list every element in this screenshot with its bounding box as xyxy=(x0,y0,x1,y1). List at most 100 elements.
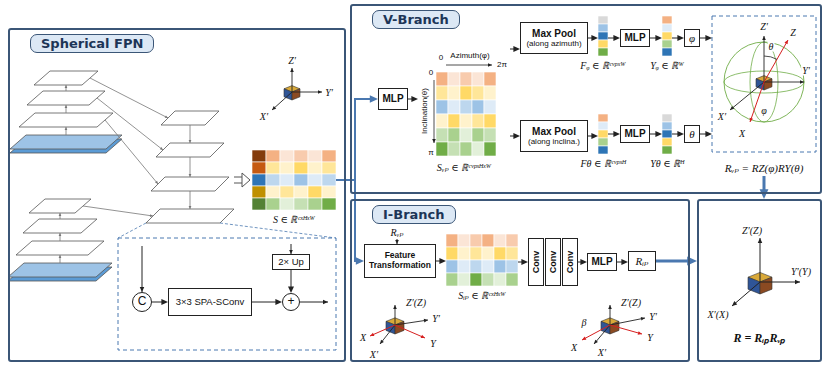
node-label: (along inclina.) xyxy=(528,137,580,146)
arrow-head xyxy=(655,131,662,137)
connector xyxy=(700,131,712,137)
arrow-head xyxy=(732,301,737,306)
arrow-head xyxy=(161,299,168,305)
feature-map-cell xyxy=(470,273,482,286)
arrow-head xyxy=(638,331,642,334)
connector xyxy=(672,35,684,41)
arrow-head xyxy=(641,317,645,321)
feature-map-cell xyxy=(322,150,336,162)
process-box: φ xyxy=(684,29,700,47)
axis-arrow xyxy=(446,65,492,66)
process-box: MLP xyxy=(620,125,650,143)
feature-layer xyxy=(156,143,224,157)
feature-map-cell xyxy=(252,186,266,198)
node-label: R = RᵢₚRᵥₚ xyxy=(734,329,786,346)
arrow-head xyxy=(621,259,628,265)
node-label: MLP xyxy=(624,128,645,140)
line xyxy=(66,85,67,91)
branch-panel: Spherical FPNC3×3 SPA-SConv2× Up+S ∈ ℝᶜˣ… xyxy=(8,28,346,362)
feature-map-cell xyxy=(448,114,460,128)
arrow-head xyxy=(762,36,766,40)
feature-layer xyxy=(23,219,97,233)
axis-label: Inclination(θ) xyxy=(420,88,429,134)
feature-map-cell xyxy=(308,174,322,186)
viewpoint-sphere: Rᵥₚ = RZ(φ)RY(θ) xyxy=(712,16,816,176)
object-icon xyxy=(395,321,404,334)
arrow-head xyxy=(613,35,620,41)
feature-map-cell xyxy=(472,114,484,128)
object-icon xyxy=(386,321,395,334)
feature-map-cell xyxy=(308,186,322,198)
feature-map-cell xyxy=(448,86,460,100)
zoom-line xyxy=(118,223,146,238)
feature-map-cell xyxy=(322,186,336,198)
feature-layer xyxy=(27,91,105,105)
arrow-head xyxy=(655,35,662,41)
feature-layer xyxy=(161,111,219,125)
feature-map-cell xyxy=(436,128,448,142)
feature-map-cell xyxy=(280,174,294,186)
feature-map-cell xyxy=(252,150,266,162)
vector-cell xyxy=(598,130,608,138)
process-box: 2× Up xyxy=(272,254,310,270)
arrow-head xyxy=(370,95,378,102)
node-label: Rᵥₚ = RZ(φ)RY(θ) xyxy=(725,162,804,175)
line xyxy=(190,157,191,177)
arrow-head xyxy=(160,147,163,150)
node-label: V-Branch xyxy=(372,10,460,29)
node-label: MLP xyxy=(624,32,645,44)
feature-map-cell xyxy=(482,234,494,247)
line xyxy=(764,82,804,83)
feature-map-cell xyxy=(294,150,308,162)
connector xyxy=(336,95,378,180)
object-icon xyxy=(760,277,772,294)
line xyxy=(395,320,428,325)
feature-map-cell xyxy=(506,247,518,260)
vector-cell xyxy=(662,48,672,56)
symbol-label: φ xyxy=(760,105,768,116)
arrow-head xyxy=(784,40,788,44)
arrow-head xyxy=(513,133,520,139)
feature-map-cell xyxy=(470,247,482,260)
node-label: MLP xyxy=(591,256,612,268)
symbol-label: X xyxy=(738,128,746,139)
symbol-label: X xyxy=(570,342,578,353)
feature-map: S ∈ ℝᶜˣᴴˣᵂ xyxy=(252,150,336,210)
conv-layer: Conv xyxy=(528,238,544,286)
feature-map-cell xyxy=(308,162,322,174)
arrow-head xyxy=(155,181,158,184)
vector-cell xyxy=(662,24,672,32)
vector-cell xyxy=(662,122,672,130)
process-box: Feature Transformation xyxy=(364,244,436,278)
arrow-head xyxy=(582,337,586,340)
feature-map-cell xyxy=(252,198,266,210)
axis-label: π xyxy=(428,148,434,157)
arrow-head xyxy=(424,319,428,323)
arrow-head xyxy=(189,206,192,209)
symbol-label: θ xyxy=(768,41,775,52)
arrow-head xyxy=(594,340,598,344)
feature-map-cell xyxy=(494,247,506,260)
connector xyxy=(656,257,697,266)
arrow-head xyxy=(165,115,168,118)
arrow-head xyxy=(705,131,712,137)
arrow-head xyxy=(59,213,62,216)
node-label: Conv xyxy=(565,251,575,274)
symbol-label: Z′(Z) xyxy=(405,297,427,308)
feature-map-cell xyxy=(470,260,482,273)
feature-map-cell xyxy=(446,247,458,260)
arrow-head xyxy=(608,305,612,309)
feature-map-cell xyxy=(472,100,484,114)
line xyxy=(594,325,610,344)
connector-line xyxy=(656,260,689,263)
line xyxy=(60,255,61,263)
symbol-label: X′ xyxy=(369,349,379,360)
arrow-head xyxy=(758,238,763,243)
line xyxy=(272,92,292,110)
feature-layer xyxy=(151,177,229,191)
line xyxy=(105,120,158,184)
node-label: Sᵥₚ ∈ ℝᶜᵛᵖˣᴴˣᵂ xyxy=(437,160,491,174)
feature-map-cell xyxy=(294,174,308,186)
connector xyxy=(588,133,598,139)
